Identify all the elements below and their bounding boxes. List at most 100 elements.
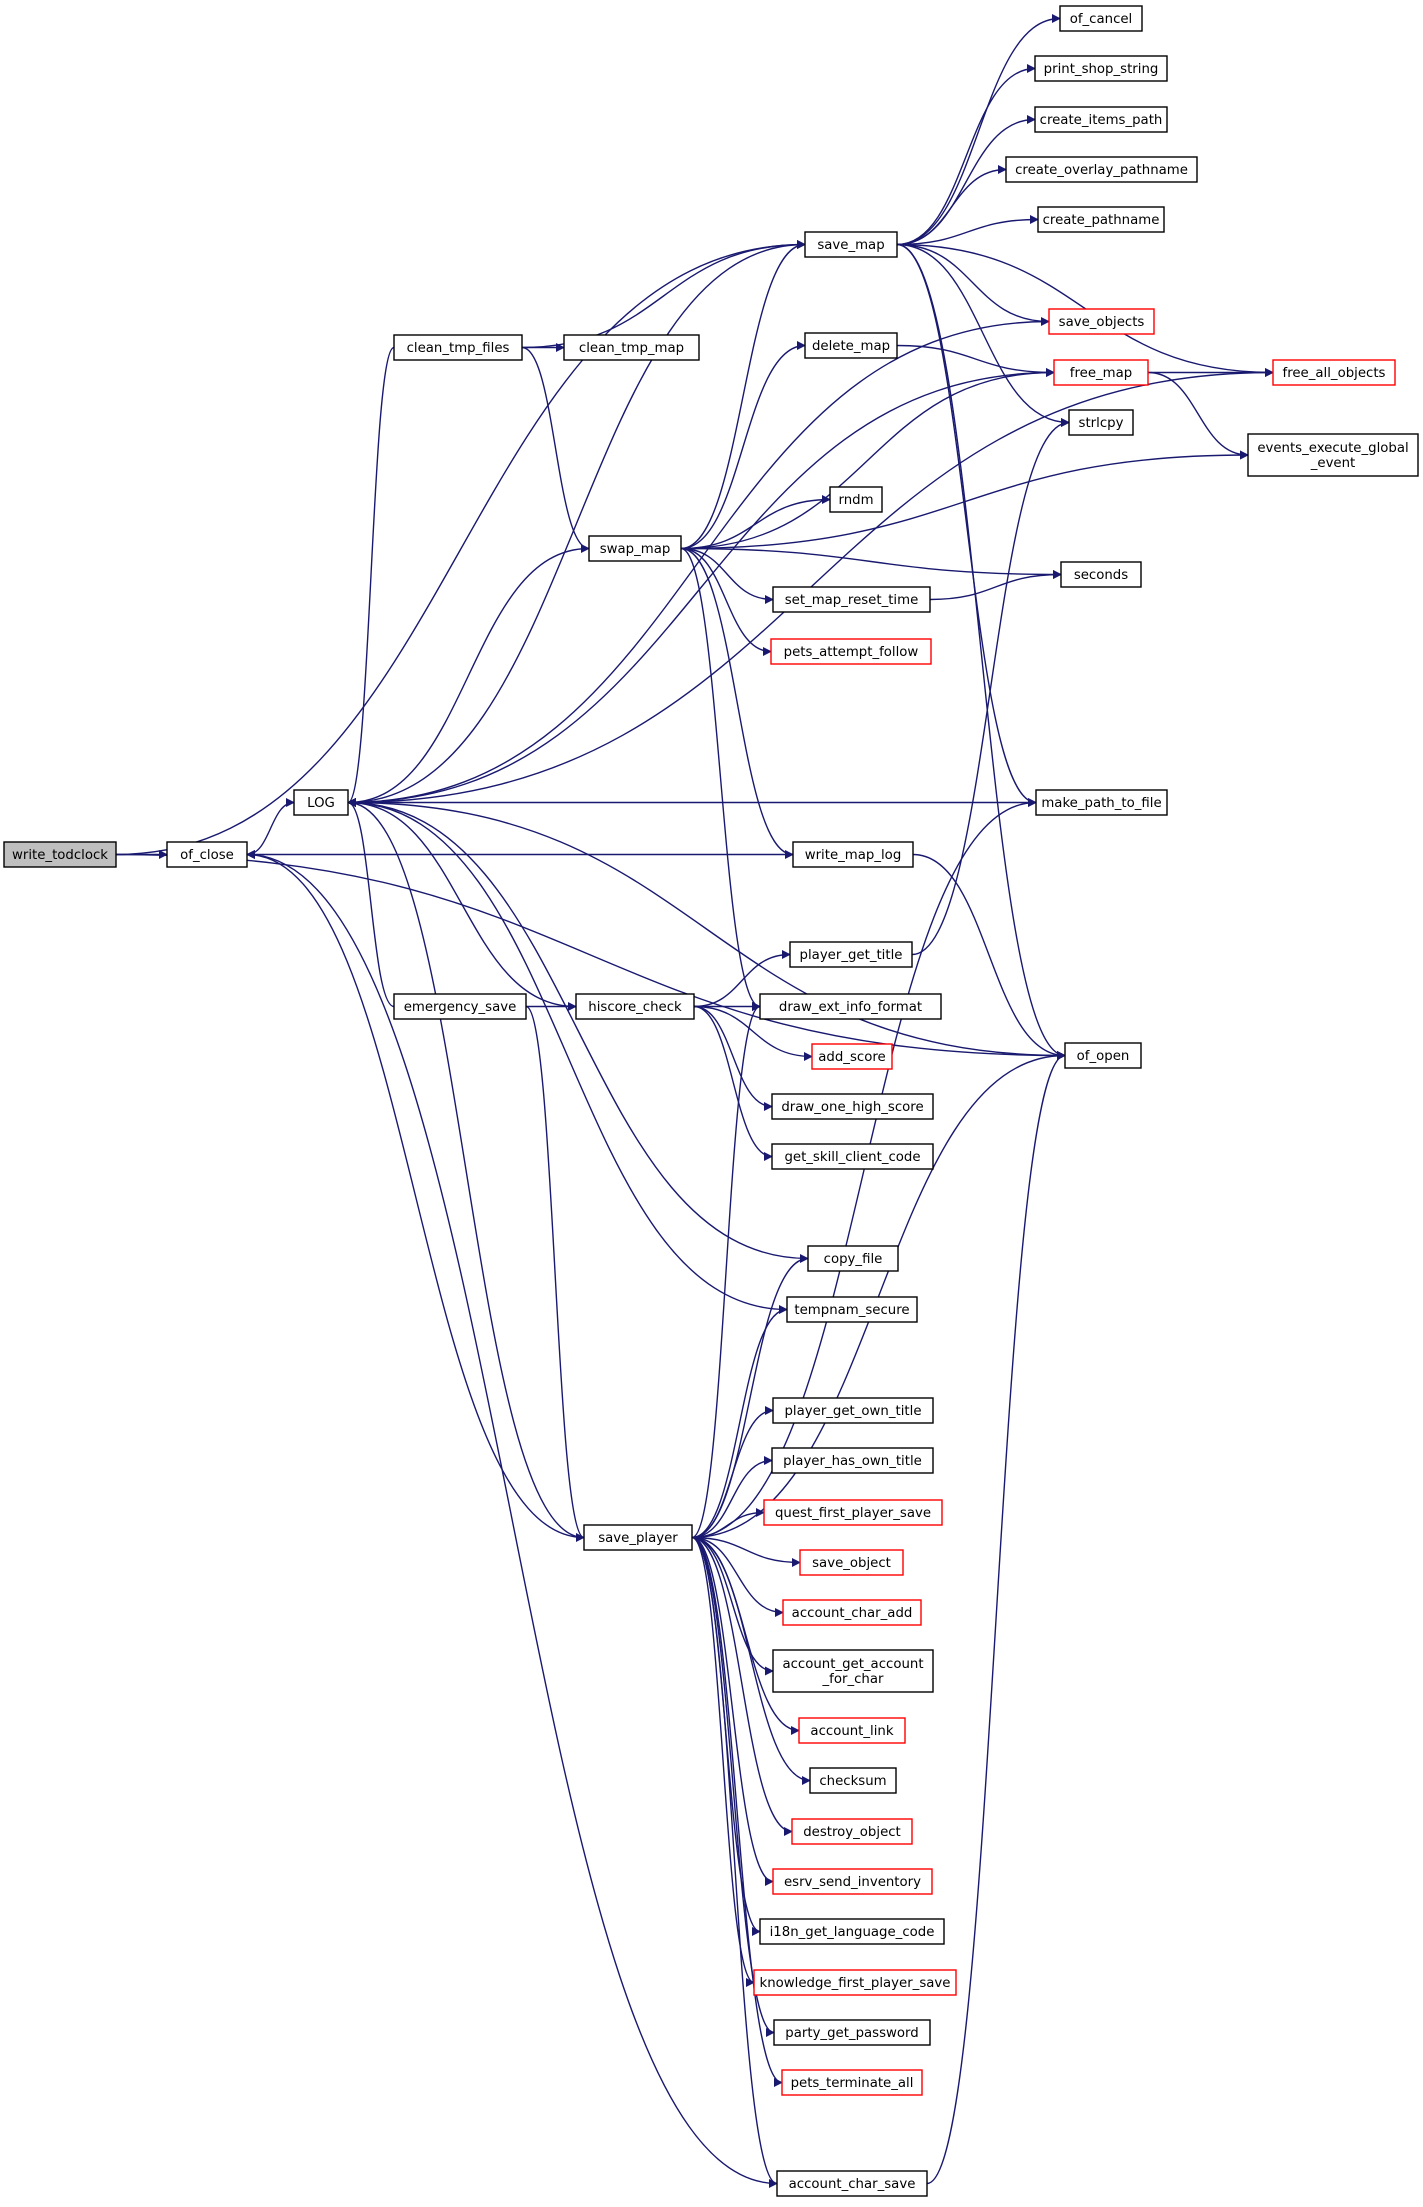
edge-save_player-to-make_path_to_file: [691, 798, 1037, 1539]
node-party_get_password[interactable]: party_get_password: [773, 2019, 931, 2046]
node-quest_first_player_save[interactable]: quest_first_player_save: [763, 1499, 943, 1526]
node-label: free_all_objects: [1283, 366, 1386, 381]
node-box: [1037, 206, 1165, 233]
node-write_todclock[interactable]: write_todclock: [3, 841, 117, 868]
node-label: write_todclock: [12, 848, 108, 863]
edge-path: [896, 243, 1050, 326]
node-seconds[interactable]: seconds: [1060, 561, 1142, 588]
node-create_pathname[interactable]: create_pathname: [1037, 206, 1165, 233]
node-save_object[interactable]: save_object: [799, 1549, 904, 1576]
node-pets_attempt_follow[interactable]: pets_attempt_follow: [770, 638, 932, 665]
node-account_char_save[interactable]: account_char_save: [776, 2170, 928, 2197]
node-label: draw_one_high_score: [781, 1100, 923, 1115]
node-box: [293, 789, 349, 816]
edge-path: [896, 344, 1055, 377]
node-i18n_get_language_code[interactable]: i18n_get_language_code: [759, 1918, 945, 1945]
node-rndm[interactable]: rndm: [829, 486, 883, 513]
edge-emergency_save-to-LOG: [347, 798, 395, 1008]
edge-path: [525, 1005, 585, 1542]
edge-path: [929, 570, 1062, 601]
node-clean_tmp_map[interactable]: clean_tmp_map: [563, 334, 700, 361]
node-box: [1272, 359, 1396, 386]
node-tempnam_secure[interactable]: tempnam_secure: [786, 1296, 918, 1323]
node-account_get_account_for_char[interactable]: account_get_account_for_char: [772, 1649, 934, 1693]
node-esrv_send_inventory[interactable]: esrv_send_inventory: [772, 1868, 933, 1895]
node-save_player[interactable]: save_player: [583, 1524, 693, 1551]
edge-path: [691, 1305, 788, 1539]
node-label: of_close: [180, 848, 234, 863]
node-free_map[interactable]: free_map: [1053, 359, 1149, 386]
node-box: [773, 2019, 931, 2046]
edge-player_get_title-to-strlcpy: [911, 418, 1070, 956]
edge-path: [926, 1051, 1066, 2185]
node-emergency_save[interactable]: emergency_save: [393, 993, 527, 1020]
node-account_char_add[interactable]: account_char_add: [782, 1599, 922, 1626]
node-copy_file[interactable]: copy_file: [807, 1245, 899, 1272]
node-player_has_own_title[interactable]: player_has_own_title: [771, 1447, 934, 1474]
node-save_map[interactable]: save_map: [804, 231, 898, 258]
node-box: [811, 1043, 893, 1070]
node-swap_map[interactable]: swap_map: [588, 535, 682, 562]
edge-hiscore_check-to-get_skill_client_code: [693, 1005, 773, 1161]
edge-path: [896, 243, 1066, 1060]
node-of_close[interactable]: of_close: [166, 841, 248, 868]
node-delete_map[interactable]: delete_map: [804, 332, 898, 359]
node-make_path_to_file[interactable]: make_path_to_file: [1035, 789, 1168, 816]
node-box: [798, 1717, 906, 1744]
node-create_items_path[interactable]: create_items_path: [1034, 106, 1168, 133]
edge-save_map-to-create_pathname: [896, 215, 1039, 246]
node-label: pets_terminate_all: [791, 2076, 914, 2091]
node-write_map_log[interactable]: write_map_log: [792, 841, 914, 868]
edge-save_map-to-of_cancel: [896, 14, 1061, 246]
node-box: [804, 332, 898, 359]
edge-swap_map-to-seconds: [680, 547, 1062, 579]
edge-save_player-to-pets_terminate_all: [691, 1536, 783, 2087]
node-free_all_objects[interactable]: free_all_objects: [1272, 359, 1396, 386]
node-label: rndm: [838, 493, 873, 508]
node-events_execute_global_event[interactable]: events_execute_global_event: [1247, 433, 1419, 477]
node-account_link[interactable]: account_link: [798, 1717, 906, 1744]
node-pets_terminate_all[interactable]: pets_terminate_all: [781, 2069, 923, 2096]
node-player_get_own_title[interactable]: player_get_own_title: [772, 1397, 934, 1424]
edge-swap_map-to-save_map: [680, 240, 806, 550]
node-label: of_open: [1077, 1049, 1130, 1064]
edge-write_map_log-to-of_open: [912, 853, 1066, 1060]
node-label: copy_file: [824, 1252, 883, 1267]
node-get_skill_client_code[interactable]: get_skill_client_code: [771, 1143, 934, 1170]
node-print_shop_string[interactable]: print_shop_string: [1034, 55, 1168, 82]
node-box: [1068, 409, 1134, 436]
node-box: [588, 535, 682, 562]
node-label: party_get_password: [785, 2026, 918, 2041]
node-of_cancel[interactable]: of_cancel: [1059, 5, 1143, 32]
edge-path: [896, 14, 1061, 246]
node-draw_ext_info_format[interactable]: draw_ext_info_format: [759, 993, 942, 1020]
node-label: add_score: [818, 1050, 885, 1065]
edge-clean_tmp_files-to-swap_map: [521, 346, 590, 553]
node-label: save_object: [812, 1556, 891, 1571]
node-set_map_reset_time[interactable]: set_map_reset_time: [772, 586, 931, 613]
node-add_score[interactable]: add_score: [811, 1043, 893, 1070]
node-label: esrv_send_inventory: [784, 1875, 921, 1890]
edge-path: [521, 240, 806, 349]
node-draw_one_high_score[interactable]: draw_one_high_score: [771, 1093, 934, 1120]
edge-path: [115, 240, 806, 856]
node-box: [575, 993, 695, 1020]
node-label: save_player: [598, 1531, 678, 1546]
edge-path: [691, 1536, 784, 1617]
node-of_open[interactable]: of_open: [1064, 1042, 1142, 1069]
node-knowledge_first_player_save[interactable]: knowledge_first_player_save: [753, 1969, 957, 1996]
node-create_overlay_pathname[interactable]: create_overlay_pathname: [1005, 156, 1198, 183]
node-box: [393, 993, 527, 1020]
node-strlcpy[interactable]: strlcpy: [1068, 409, 1134, 436]
node-box: [1048, 308, 1155, 335]
node-player_get_title[interactable]: player_get_title: [789, 941, 913, 968]
node-destroy_object[interactable]: destroy_object: [791, 1818, 913, 1845]
node-checksum[interactable]: checksum: [809, 1767, 897, 1794]
node-hiscore_check[interactable]: hiscore_check: [575, 993, 695, 1020]
edge-path: [680, 547, 761, 1011]
node-label: tempnam_secure: [794, 1303, 909, 1318]
node-clean_tmp_files[interactable]: clean_tmp_files: [393, 334, 523, 361]
edge-path: [680, 341, 806, 550]
node-save_objects[interactable]: save_objects: [1048, 308, 1155, 335]
node-LOG[interactable]: LOG: [293, 789, 349, 816]
